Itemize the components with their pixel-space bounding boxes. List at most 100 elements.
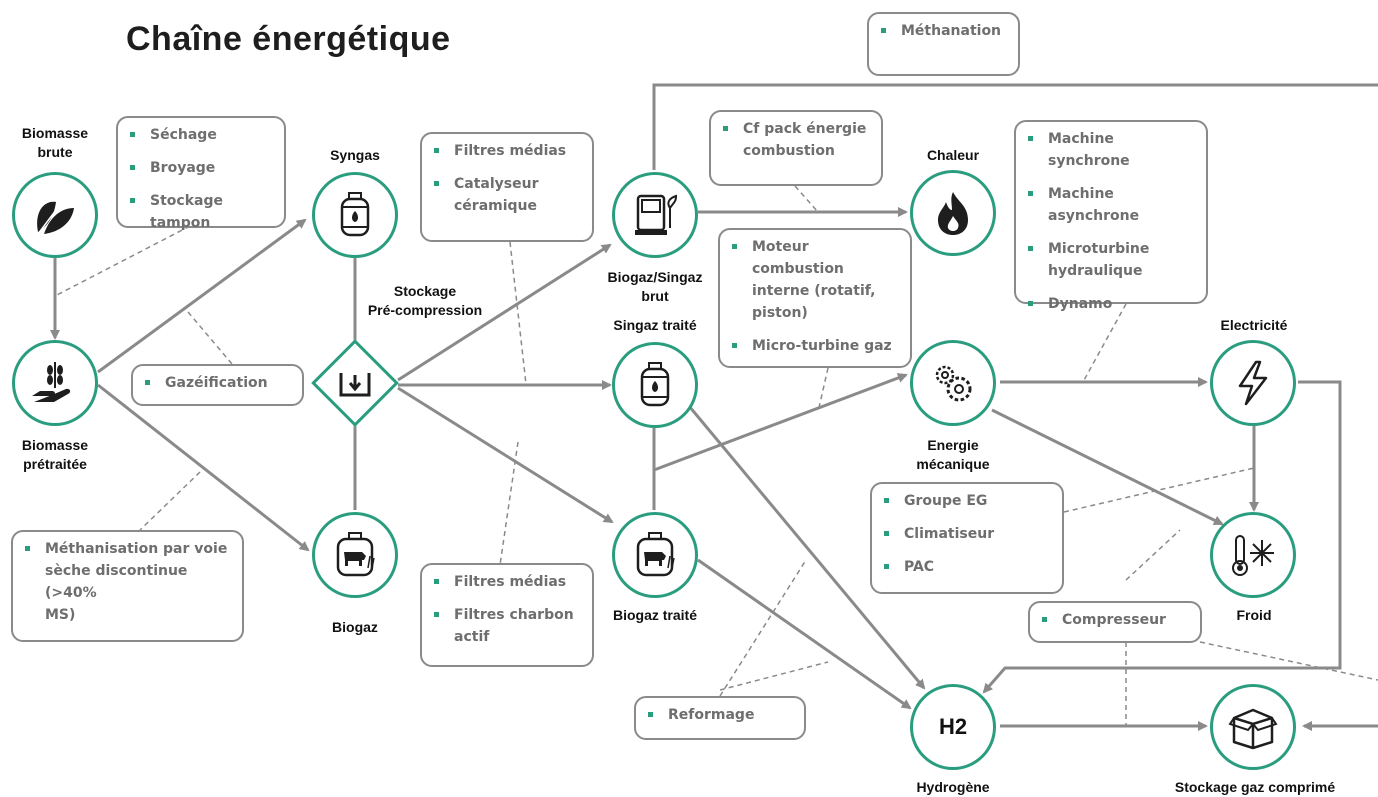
dash-moteurs (817, 367, 829, 413)
dash-filtres-syngas (509, 241, 527, 385)
hydrogene-node: H2 (910, 684, 996, 770)
syngas-node (312, 172, 398, 258)
box-item-cont: céramique (454, 198, 538, 214)
biogas-cow-icon (336, 532, 375, 577)
box-methanisation: Méthanisation par voie sèche discontinue… (11, 530, 244, 642)
dash-machines (1082, 303, 1127, 383)
label-singaz-traite: Singaz traité (613, 317, 697, 333)
arrow-singaz-to-h2 (682, 399, 926, 690)
box-item: Filtres charbon (432, 604, 582, 626)
box-item: Catalyseur (432, 173, 582, 195)
box-item: Méthanisation par voie (23, 538, 232, 560)
box-item: Moteur combustion (730, 236, 900, 280)
box-item-cont: interne (rotatif, (752, 283, 876, 299)
hand-plant-icon (32, 362, 71, 402)
box-reformage: Reformage (634, 696, 806, 740)
biomasse-pretraitee-node (12, 340, 98, 426)
box-item-cont: sèche discontinue (>40% (45, 563, 188, 601)
gas-station-icon (635, 194, 678, 235)
biogas-cow-icon (636, 532, 675, 577)
box-froid-equip: Groupe EG Climatiseur PAC (870, 482, 1064, 594)
box-item-cont: actif (454, 629, 490, 645)
dash-pretraitement (54, 225, 191, 297)
dash-reformage2 (719, 661, 829, 691)
label-hydrogene: Hydrogène (916, 779, 990, 795)
label-syngas: Syngas (330, 147, 380, 163)
biogaz-singaz-brut-node (612, 172, 698, 258)
label-biogaz: Biogaz (332, 619, 378, 635)
box-item: Compresseur (1040, 609, 1190, 631)
page-title: Chaîne énergétique (126, 20, 451, 58)
dash-froid-equip (1063, 467, 1255, 513)
box-filtres-biogaz: Filtres médias Filtres charbon actif (420, 563, 594, 667)
box-filtres-syngas: Filtres médias Catalyseur céramique (420, 132, 594, 242)
box-item: Méthanation (879, 20, 1008, 42)
box-item: Machine synchrone (1026, 128, 1196, 172)
stockage-gaz-node (1210, 684, 1296, 770)
line-methanation-loop (652, 83, 1378, 170)
box-pretraitement: Séchage Broyage Stockage tampon (116, 116, 286, 231)
dash-gazeification (187, 311, 233, 365)
arrow-stockage-to-biogaz-traite (397, 386, 614, 524)
label-biomasse-brute: Biomasse brute (21, 125, 89, 160)
box-methanation: Méthanation (867, 12, 1020, 76)
box-item: Gazéification (143, 372, 292, 394)
label-biogaz-singaz-brut: Biogaz/Singaz brut (607, 269, 703, 304)
leaves-icon (37, 201, 74, 235)
lightning-icon (1238, 360, 1268, 406)
dash-compresseur3 (1199, 641, 1378, 681)
h2-label: H2 (938, 714, 968, 739)
label-chaleur: Chaleur (926, 147, 980, 163)
dash-compresseur1 (1125, 529, 1181, 581)
box-compresseur: Compresseur (1028, 601, 1202, 643)
dash-filtres-biogaz (499, 441, 519, 566)
box-item-cont: MS) (45, 607, 76, 623)
box-moteurs: Moteur combustion interne (rotatif, pist… (718, 228, 912, 368)
box-item: Microturbine (1026, 238, 1196, 260)
box-item: Groupe EG (882, 490, 1052, 512)
box-machines: Machine synchrone Machine asynchrone Mic… (1014, 120, 1208, 312)
froid-node (1210, 512, 1296, 598)
gas-bottle-icon (640, 362, 670, 407)
box-item: Stockage tampon (128, 190, 274, 234)
chaleur-node (910, 170, 996, 256)
box-item: Reformage (646, 704, 794, 726)
box-item: Climatiseur (882, 523, 1052, 545)
box-item: Filtres médias (432, 571, 582, 593)
thermometer-snowflake-icon (1232, 535, 1274, 576)
box-item-cont: piston) (752, 305, 808, 321)
label-electricite: Electricité (1220, 317, 1288, 333)
box-combustion: Cf pack énergie combustion (709, 110, 883, 186)
box-item: Machine asynchrone (1026, 183, 1196, 227)
dash-combustion (794, 185, 819, 213)
arrow-to-energie (653, 373, 908, 472)
label-biomasse-pretraitee: Biomasse prétraitée (21, 437, 89, 472)
box-item: Cf pack énergie (721, 118, 871, 140)
gears-icon (935, 365, 972, 402)
box-item: Filtres médias (432, 140, 582, 162)
arrow-pretraitee-to-syngas (97, 218, 307, 374)
electricite-node (1210, 340, 1296, 426)
arrow-pretraitee-to-biogaz (97, 383, 310, 552)
label-stockage-gaz: Stockage gaz comprimé (1174, 779, 1336, 795)
arrow-electricite-to-h2 (982, 380, 1342, 694)
label-stockage: Stockage Pré-compression (367, 283, 483, 318)
label-biogaz-traite: Biogaz traité (612, 607, 697, 623)
box-item: Micro-turbine gaz (730, 335, 900, 357)
flame-icon (938, 192, 968, 235)
gas-bottle-icon (340, 192, 370, 237)
singaz-traite-node (612, 342, 698, 428)
storage-tank-icon (339, 373, 371, 397)
box-item-cont: hydraulique (1048, 263, 1143, 279)
arrow-energie-to-froid (991, 408, 1224, 526)
box-item: Dynamo (1026, 293, 1196, 315)
arrow-stockage-to-brut (397, 243, 612, 382)
box-item: Séchage (128, 124, 274, 146)
box-item-cont: combustion (743, 143, 835, 159)
label-froid: Froid (1236, 607, 1272, 623)
biogaz-node (312, 512, 398, 598)
label-energie-mecanique: Energie mécanique (916, 437, 990, 472)
energie-mecanique-node (910, 340, 996, 426)
arrow-biogaz-to-h2 (697, 558, 912, 710)
